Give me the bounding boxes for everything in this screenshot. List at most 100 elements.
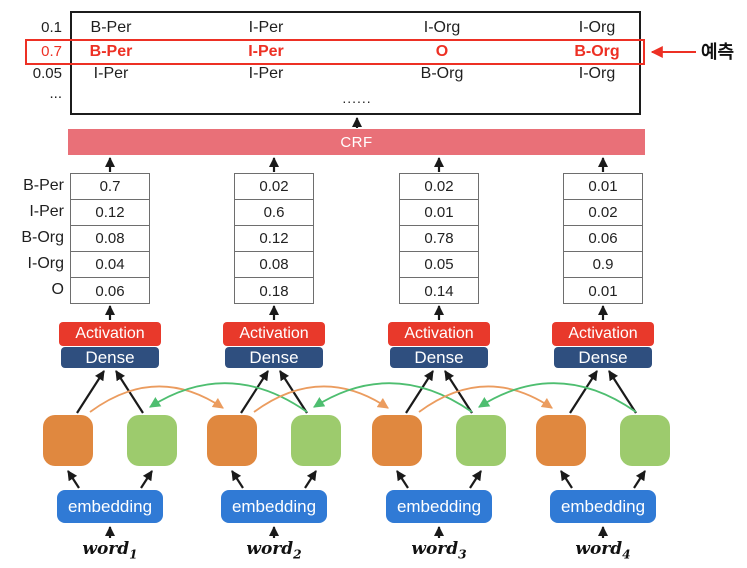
arrow-emb-to-bwdcell-1: [140, 470, 153, 489]
score-cell: 0.9: [564, 252, 642, 278]
score-cell: 0.05: [400, 252, 478, 278]
embedding-box: embedding: [550, 490, 656, 523]
sequence-probability-ellipsis: ...: [49, 85, 62, 102]
tag-label: I-Per: [93, 65, 129, 82]
tag-label: I-Org: [578, 65, 616, 82]
dense-box: Dense: [225, 347, 323, 368]
arrow-emb-to-bwdcell-4: [633, 470, 646, 489]
arrow-emb-to-fwdcell-3: [396, 470, 409, 489]
tag-label: I-Per: [248, 43, 284, 60]
tag-label: I-Per: [248, 65, 284, 82]
score-cell: 0.08: [235, 252, 313, 278]
sequence-probability: 0.7: [41, 43, 62, 60]
embedding-box: embedding: [57, 490, 163, 523]
score-cell: 0.7: [71, 174, 149, 200]
score-cell: 0.01: [588, 282, 618, 300]
score-cell: 0.06: [564, 226, 642, 252]
tag-label: I-Org: [423, 19, 461, 36]
score-cell: 0.02: [235, 174, 313, 200]
arrow-bwdcell-to-dense-1: [115, 370, 144, 414]
score-row-label: I-Per: [29, 203, 64, 220]
word-label-text: word: [82, 539, 130, 559]
word-label-subscript: 3: [458, 547, 467, 562]
word-label: word3: [411, 539, 466, 561]
candidate-row-ellipsis: ......: [342, 90, 372, 106]
backward-recurrent-arc-2-1: [149, 382, 308, 413]
backward-recurrent-arc-3-2: [313, 382, 473, 413]
score-row-label: B-Per: [23, 177, 64, 194]
dense-box: Dense: [554, 347, 652, 368]
activation-box: Activation: [223, 322, 325, 346]
activation-box: Activation: [388, 322, 490, 346]
tag-label: I-Per: [248, 19, 284, 36]
arrow-fwdcell-to-dense-2: [240, 370, 269, 414]
arrow-emb-to-fwdcell-4: [560, 470, 573, 489]
score-cell: 0.06: [95, 282, 125, 300]
score-row-label: O: [51, 281, 64, 298]
score-cell: 0.12: [71, 200, 149, 226]
activation-box: Activation: [59, 322, 161, 346]
score-cell: 0.6: [235, 200, 313, 226]
crf-layer-bar: CRF: [68, 129, 645, 155]
arrow-emb-to-bwdcell-3: [469, 470, 482, 489]
forward-recurrent-arc-1-2: [89, 385, 224, 413]
score-cell: 0.14: [424, 282, 454, 300]
sequence-probability: 0.1: [41, 19, 62, 36]
word-label: word1: [82, 539, 137, 561]
score-cell: 0.08: [71, 226, 149, 252]
arrow-emb-to-bwdcell-2: [304, 470, 317, 489]
arrow-fwdcell-to-dense-1: [76, 370, 105, 414]
arrow-fwdcell-to-dense-3: [405, 370, 434, 414]
forward-lstm-cell: [43, 415, 93, 466]
sequence-probability: 0.05: [32, 65, 62, 82]
score-cell: 0.04: [71, 252, 149, 278]
score-cell: 0.18: [259, 282, 289, 300]
dense-box: Dense: [61, 347, 159, 368]
forward-recurrent-arc-2-3: [253, 385, 389, 413]
score-cell: 0.12: [235, 226, 313, 252]
embedding-box: embedding: [386, 490, 492, 523]
crf-label: CRF: [340, 133, 373, 151]
tag-label: B-Per: [90, 19, 132, 36]
tag-label: B-Per: [89, 43, 133, 60]
score-cell: 0.02: [564, 200, 642, 226]
forward-recurrent-arc-3-4: [418, 385, 553, 413]
word-label: word4: [575, 539, 630, 561]
activation-box: Activation: [552, 322, 654, 346]
arrow-bwdcell-to-dense-4: [608, 370, 637, 414]
arrow-emb-to-fwdcell-1: [67, 470, 80, 489]
word-label-subscript: 2: [293, 547, 302, 562]
word-label-subscript: 1: [129, 547, 138, 562]
embedding-box: embedding: [221, 490, 327, 523]
score-cell: 0.01: [564, 174, 642, 200]
tag-label: B-Org: [574, 43, 620, 60]
prediction-label: 예측: [701, 42, 735, 62]
arrow-bwdcell-to-dense-3: [444, 370, 473, 414]
arrow-emb-to-fwdcell-2: [231, 470, 244, 489]
score-row-label: I-Org: [27, 255, 64, 272]
backward-lstm-cell: [620, 415, 670, 466]
tag-label: O: [435, 43, 449, 60]
word-label: word2: [246, 539, 301, 561]
arrow-bwdcell-to-dense-2: [279, 370, 308, 414]
word-label-text: word: [575, 539, 623, 559]
dense-box: Dense: [390, 347, 488, 368]
backward-recurrent-arc-4-3: [478, 382, 637, 413]
forward-lstm-cell: [536, 415, 586, 466]
score-cell: 0.78: [400, 226, 478, 252]
forward-lstm-cell: [207, 415, 257, 466]
score-cell: 0.02: [400, 174, 478, 200]
predicted-sequence-highlight: [25, 39, 645, 65]
backward-lstm-cell: [127, 415, 177, 466]
forward-lstm-cell: [372, 415, 422, 466]
word-label-text: word: [411, 539, 459, 559]
backward-lstm-cell: [291, 415, 341, 466]
word-label-text: word: [246, 539, 294, 559]
backward-lstm-cell: [456, 415, 506, 466]
score-cell: 0.01: [400, 200, 478, 226]
tag-label: I-Org: [578, 19, 616, 36]
